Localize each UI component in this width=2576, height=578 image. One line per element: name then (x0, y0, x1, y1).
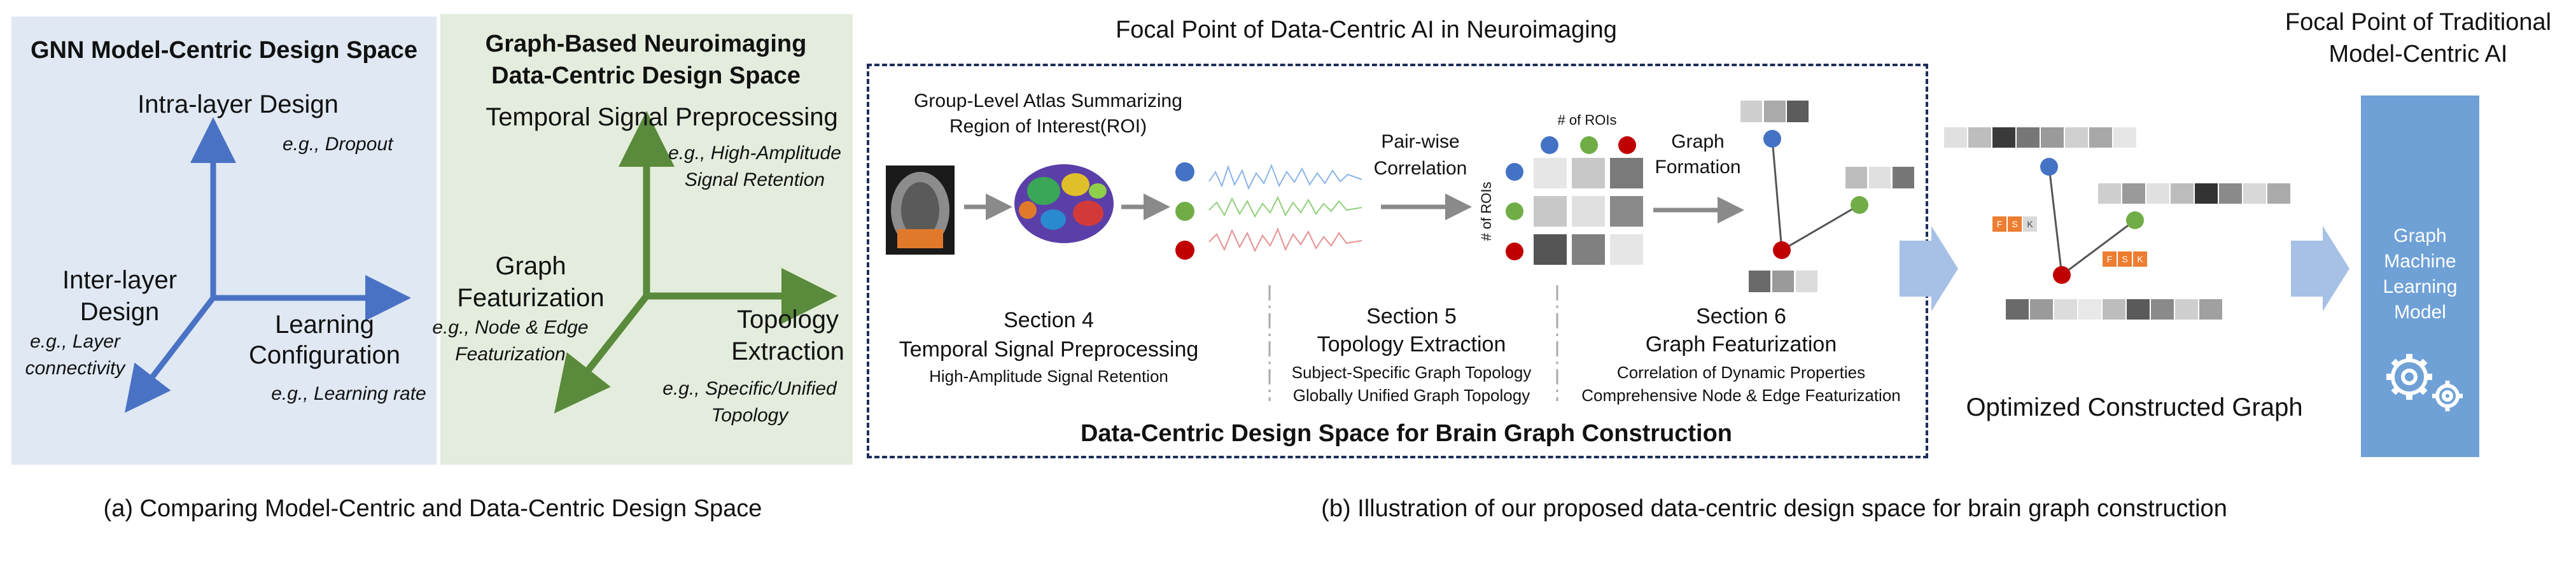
panel-b-title: Graph-Based Neuroimaging (485, 31, 807, 57)
section-4-subtitle: High-Amplitude Signal Retention (929, 367, 1168, 386)
data-centric-focal-title: Focal Point of Data-Centric AI in Neuroi… (1116, 17, 1617, 43)
atlas-label: Group-Level Atlas Summarizing (914, 90, 1182, 111)
brain-atlas-icon (1014, 164, 1114, 243)
gml-box-label: Machine (2384, 251, 2456, 272)
panel-b-title: Data-Centric Design Space (491, 62, 801, 89)
section-6-subtitle: Correlation of Dynamic Properties (1616, 363, 1866, 382)
feature-tag: F (1992, 216, 2006, 232)
model-centric-panel (11, 17, 437, 465)
graph-featurization-example: e.g., Node & Edge (432, 317, 589, 338)
section-5-subtitle: Subject-Specific Graph Topology (1291, 363, 1532, 382)
rois-top-label: # of ROIs (1557, 112, 1617, 128)
learning-config-example: e.g., Learning rate (271, 383, 426, 404)
data-centric-box-title: Data-Centric Design Space for Brain Grap… (1080, 420, 1733, 447)
feature-tag: F (2103, 251, 2117, 267)
inter-layer-label: Inter-layer (62, 266, 178, 294)
gear-icon (2386, 354, 2463, 411)
graph-featurization-example: Featurization (455, 344, 566, 365)
roi-node-green (1175, 202, 1194, 221)
block-arrow-2 (2291, 226, 2349, 311)
pairwise-label: Correlation (1373, 158, 1467, 179)
caption-b: (b) Illustration of our proposed data-ce… (1321, 495, 2227, 522)
model-centric-focal-title: Focal Point of Traditional (2285, 9, 2552, 36)
section-5-subtitle: Globally Unified Graph Topology (1292, 386, 1530, 405)
constructed-graph (1740, 101, 1914, 292)
section-6-title: Graph Featurization (1645, 332, 1837, 356)
atlas-label: Region of Interest(ROI) (949, 116, 1147, 137)
block-arrow-1 (1900, 226, 1958, 311)
intra-layer-example: e.g., Dropout (283, 134, 393, 155)
inter-layer-label: Design (80, 298, 160, 326)
section-5-heading: Section 5 (1366, 304, 1457, 328)
data-centric-axes (554, 111, 837, 414)
pairwise-label: Pair-wise (1381, 131, 1460, 152)
temporal-axis-label: Temporal Signal Preprocessing (486, 103, 838, 131)
correlation-matrix (1506, 136, 1643, 265)
section-6-heading: Section 6 (1696, 304, 1786, 328)
section-6-subtitle: Comprehensive Node & Edge Featurization (1581, 386, 1901, 405)
topology-example: Topology (711, 405, 788, 426)
roi-node-blue (1175, 162, 1194, 181)
optimized-graph (1944, 127, 2290, 320)
brain-mri-icon (886, 166, 955, 255)
rois-side-label: # of ROIs (1478, 181, 1494, 241)
section-4-title: Temporal Signal Preprocessing (899, 337, 1199, 362)
inter-layer-example: e.g., Layer (30, 331, 120, 352)
gml-box-label: Graph (2393, 225, 2447, 246)
temporal-example: Signal Retention (684, 169, 825, 190)
optimized-graph-label: Optimized Constructed Graph (1966, 393, 2303, 421)
topology-example: e.g., Specific/Unified (662, 378, 837, 399)
intra-layer-label: Intra-layer Design (137, 90, 339, 118)
temporal-example: e.g., High-Amplitude (668, 143, 841, 164)
learning-config-label: Configuration (249, 341, 400, 369)
model-centric-axes (125, 117, 411, 413)
gml-box-label: Learning (2383, 276, 2458, 297)
time-series-icon (1208, 164, 1362, 253)
topology-label: Topology (736, 306, 839, 334)
graph-formation-label: Graph (1671, 131, 1725, 152)
section-5-title: Topology Extraction (1317, 332, 1506, 356)
feature-tag: K (2023, 216, 2037, 232)
topology-label: Extraction (731, 337, 844, 365)
gml-box-label: Model (2394, 302, 2446, 323)
section-4-heading: Section 4 (1004, 308, 1094, 332)
learning-config-label: Learning (275, 311, 374, 339)
graph-formation-label: Formation (1655, 157, 1741, 178)
inter-layer-example: connectivity (25, 358, 125, 379)
feature-tag: S (2118, 251, 2132, 267)
graph-featurization-label: Featurization (457, 284, 605, 312)
feature-tag: K (2133, 251, 2147, 267)
roi-node-red (1175, 241, 1194, 260)
graph-featurization-label: Graph (495, 252, 566, 280)
panel-a-title: GNN Model-Centric Design Space (30, 37, 418, 64)
model-centric-focal-title: Model-Centric AI (2328, 41, 2508, 67)
feature-tag: S (2008, 216, 2022, 232)
caption-a: (a) Comparing Model-Centric and Data-Cen… (103, 495, 762, 522)
